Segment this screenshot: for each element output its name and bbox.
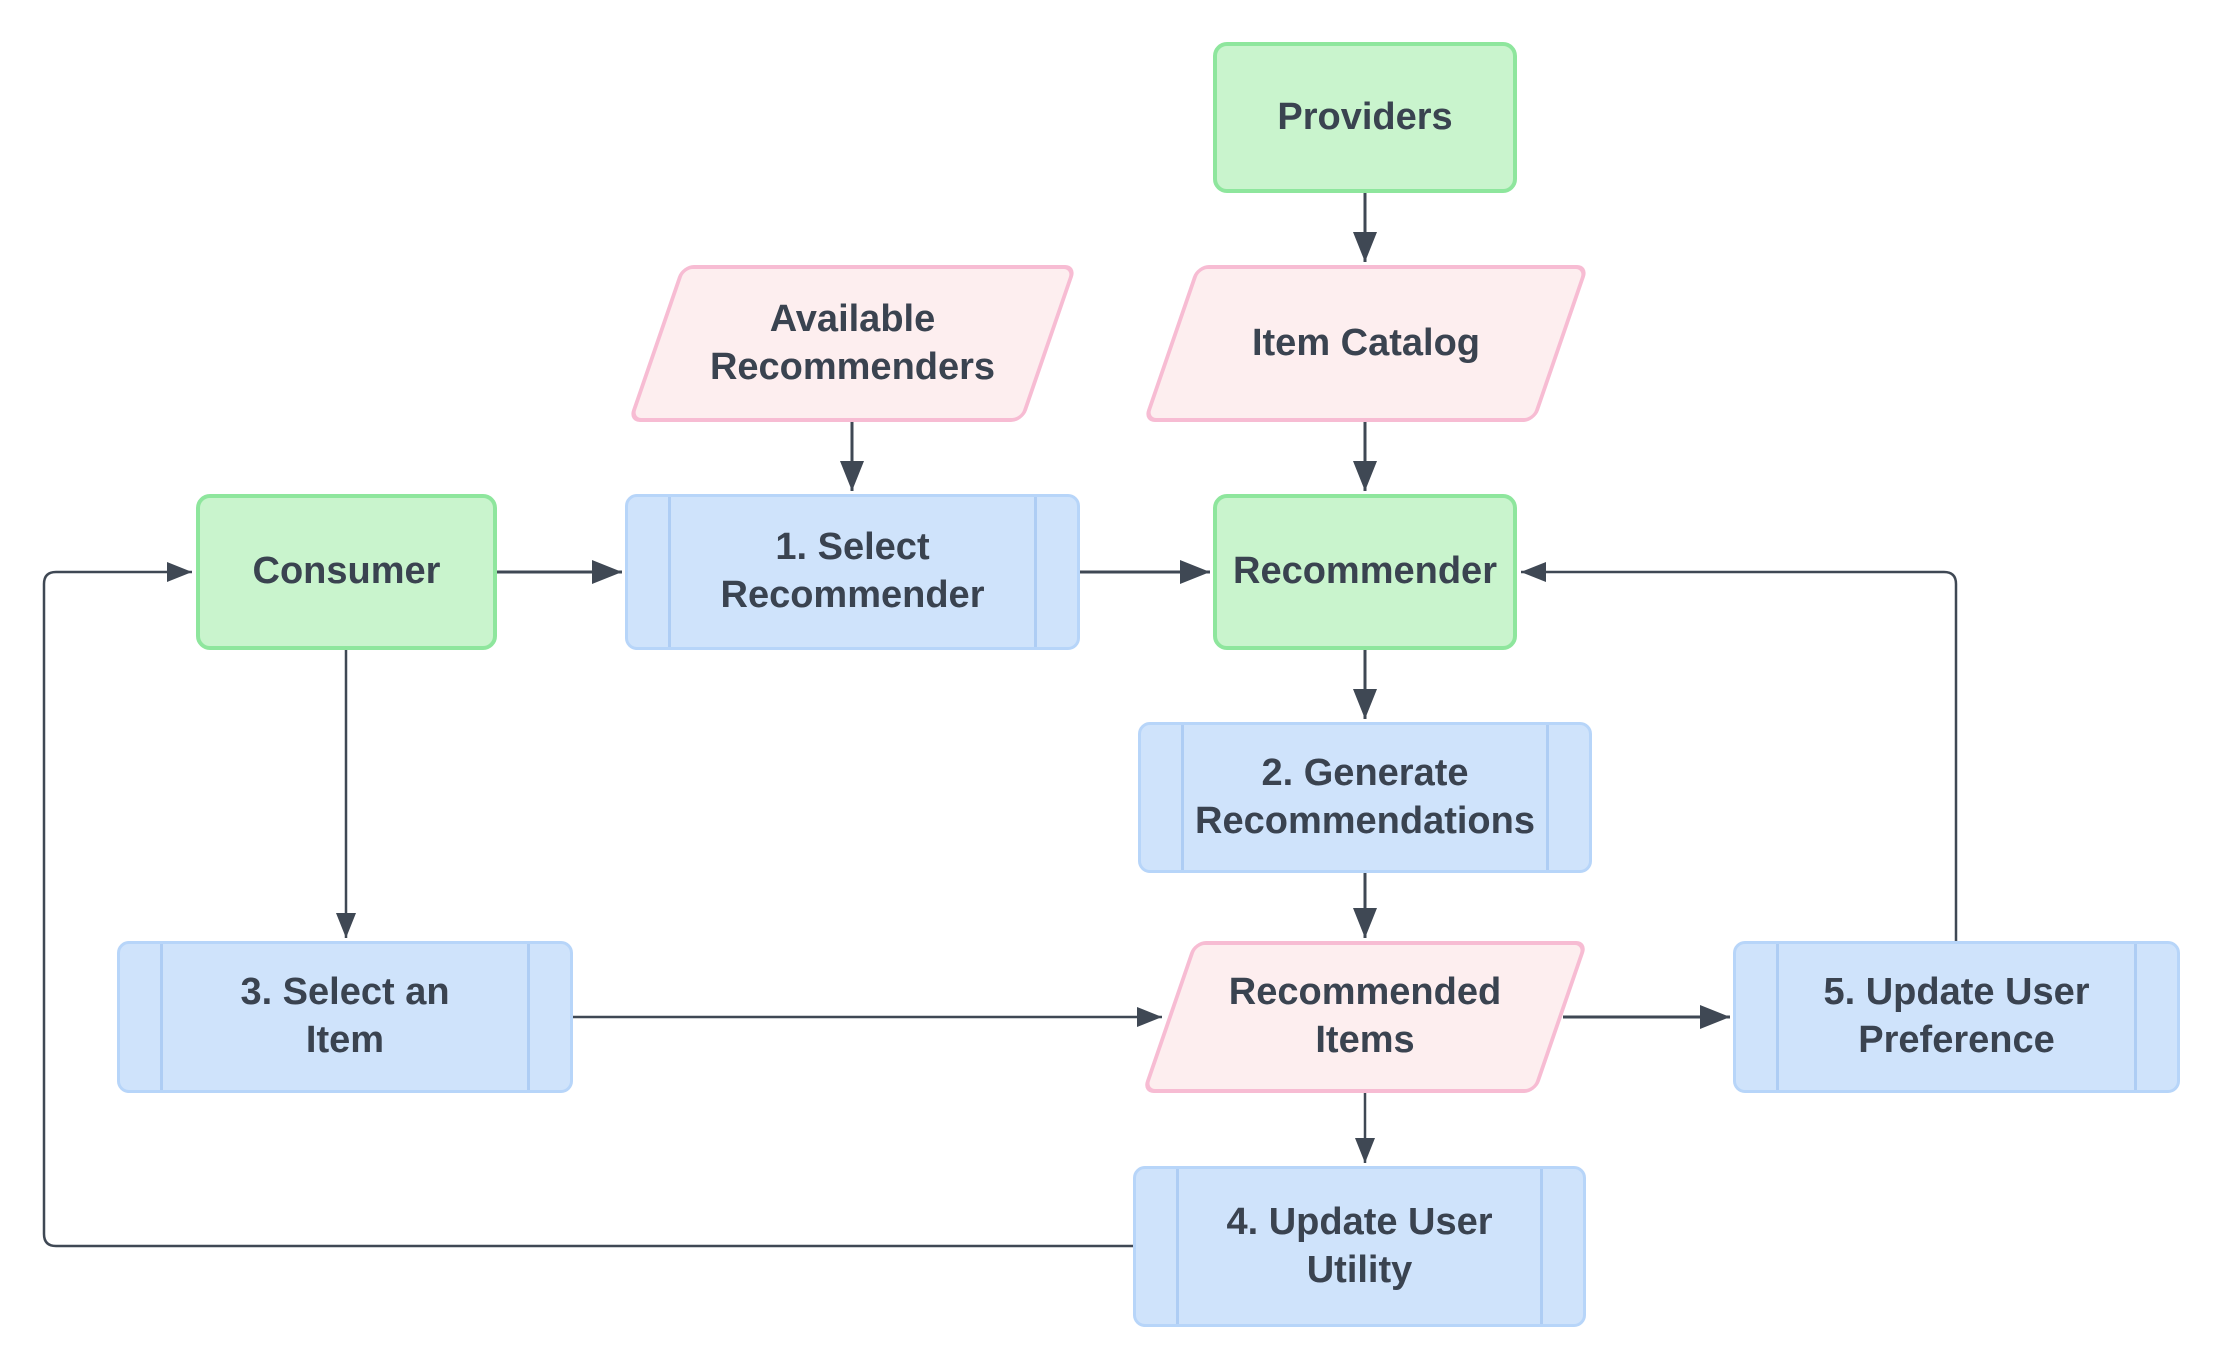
subprocess-bar-right: [527, 944, 530, 1090]
node-label: Recommender: [1233, 550, 1497, 593]
node-label: 4. Update User Utility: [1226, 1200, 1493, 1291]
node-label: Consumer: [252, 550, 441, 593]
node-label: 2. Generate Recommendations: [1195, 751, 1535, 842]
node-select-recommender: 1. Select Recommender: [625, 494, 1080, 650]
subprocess-bar-right: [2134, 944, 2137, 1090]
node-label: 3. Select an Item: [240, 971, 450, 1061]
edge-update-user-utility-to-consumer: [42, 562, 1133, 1248]
node-recommender: Recommender: [1213, 494, 1517, 650]
node-consumer: Consumer: [196, 494, 497, 650]
node-update-user-utility: 4. Update User Utility: [1133, 1166, 1586, 1327]
subprocess-bar-left: [1776, 944, 1779, 1090]
subprocess-bar-right: [1546, 725, 1549, 870]
node-label: Providers: [1277, 95, 1453, 138]
subprocess-bar-left: [1176, 1169, 1179, 1324]
node-update-user-preference: 5. Update User Preference: [1733, 941, 2180, 1093]
node-item-catalog: Item Catalog: [1140, 265, 1592, 422]
node-available-recommenders: Available Recommenders: [625, 265, 1080, 422]
node-label: 5. Update User Preference: [1823, 971, 2090, 1061]
subprocess-bar-right: [1034, 497, 1037, 647]
node-label: Recommended Items: [1228, 971, 1502, 1061]
node-label: Available Recommenders: [709, 297, 996, 388]
subprocess-bar-left: [668, 497, 671, 647]
node-recommended-items: Recommended Items: [1138, 941, 1592, 1093]
node-generate-recommendations: 2. Generate Recommendations: [1138, 722, 1592, 873]
subprocess-bar-right: [1540, 1169, 1543, 1324]
node-providers: Providers: [1213, 42, 1517, 193]
edge-update-user-preference-to-recommender: [1521, 562, 1958, 941]
subprocess-bar-left: [1181, 725, 1184, 870]
node-label: 1. Select Recommender: [720, 526, 985, 616]
node-label: Item Catalog: [1251, 321, 1481, 364]
node-select-an-item: 3. Select an Item: [117, 941, 573, 1093]
subprocess-bar-left: [160, 944, 163, 1090]
